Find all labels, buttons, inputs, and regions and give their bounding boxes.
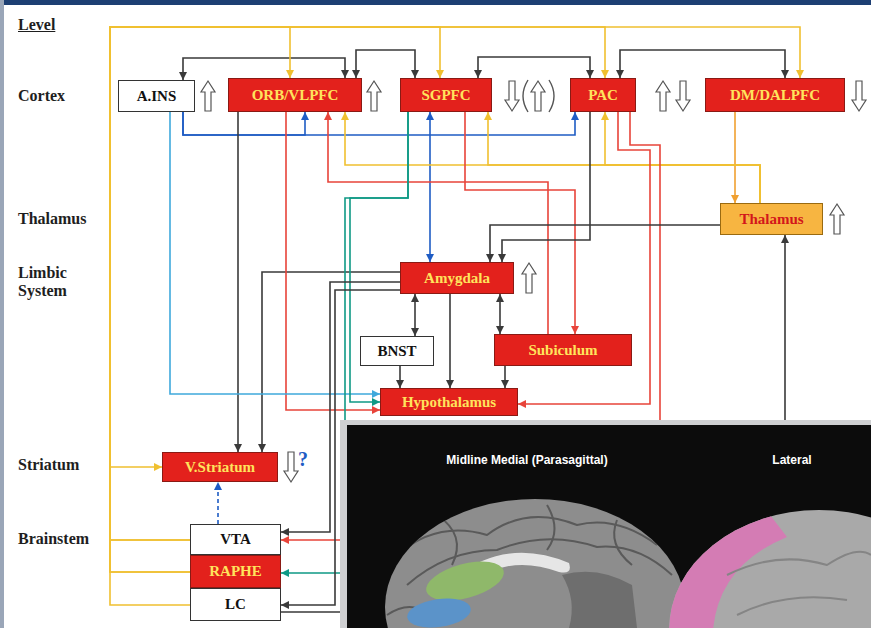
level-label: Striatum: [18, 456, 79, 474]
region-name: Subiculum: [528, 342, 597, 359]
region-box: DM/DALPFC: [705, 78, 845, 112]
region-name: Thalamus: [739, 211, 803, 228]
pathway-connector: [478, 57, 590, 78]
region-box: A.INS: [118, 80, 195, 112]
view-caption: Lateral: [732, 453, 852, 467]
region-name: LC: [225, 596, 246, 613]
up-arrow: [201, 81, 215, 111]
pathway-connector: [429, 112, 431, 262]
pathway-connector: [449, 294, 451, 388]
region-box: VTA: [190, 524, 281, 555]
label-holder: ?: [298, 448, 308, 471]
region-box: Thalamus: [720, 203, 823, 235]
region-name: Amygdala: [424, 270, 490, 287]
label-holder: Striatum: [18, 456, 79, 474]
label-holder: Thalamus: [18, 210, 86, 228]
region-box: ORB/VLPFC: [228, 78, 362, 112]
pathway-connector: [502, 112, 590, 262]
pathway-connector: [734, 112, 736, 203]
label-holder: Level: [18, 16, 55, 34]
brainstem: [562, 572, 637, 628]
pathway-connector: [399, 366, 401, 388]
region-box: PAC: [570, 78, 636, 112]
region-name: ORB/VLPFC: [252, 87, 339, 104]
pathway-connector: [328, 112, 548, 334]
region-box: LC: [190, 588, 281, 621]
region-name: RAPHE: [209, 563, 262, 580]
pathway-connector: [237, 112, 239, 452]
region-box: RAPHE: [190, 555, 281, 588]
down-arrow: [284, 452, 298, 482]
blue-region: [405, 595, 472, 628]
gyrus-line: [614, 520, 632, 565]
medial-brain: [385, 499, 685, 628]
bracket: [549, 80, 554, 112]
region-name: BNST: [377, 343, 416, 360]
pathway-connector: [217, 482, 219, 524]
up-arrow: [531, 81, 545, 111]
region-name: PAC: [588, 87, 618, 104]
pathway-connector: [465, 112, 575, 334]
up-arrow: [656, 81, 670, 111]
gyrus-line: [737, 597, 847, 615]
question-mark: ?: [298, 448, 308, 471]
level-label: Cortex: [18, 87, 65, 105]
view-caption: Midline Medial (Parasagittal): [382, 453, 672, 467]
pathway-connector: [414, 294, 416, 336]
region-box: Amygdala: [400, 262, 514, 294]
pathway-connector: [499, 294, 501, 334]
pathway-connector: [490, 225, 720, 262]
lateral-brain: [669, 510, 871, 628]
region-name: VTA: [220, 531, 251, 548]
label-holder: Cortex: [18, 87, 65, 105]
level-label: Level: [18, 16, 55, 34]
pink-region: [669, 511, 787, 628]
pathway-connector: [183, 58, 345, 80]
level-label: Thalamus: [18, 210, 86, 228]
level-label: Brainstem: [18, 530, 89, 548]
pathway-connector: [504, 366, 506, 388]
up-arrow: [830, 204, 844, 234]
pathway-connector: [605, 112, 760, 203]
label-holder: Limbic System: [18, 264, 80, 300]
gyrus-line: [437, 515, 457, 565]
level-label: Limbic System: [18, 264, 80, 300]
pathway-connector: [356, 50, 415, 78]
down-arrow: [505, 81, 519, 111]
region-box: Hypothalamus: [380, 388, 518, 416]
up-arrow: [367, 81, 381, 111]
gyrus-line: [727, 552, 871, 575]
left-band: [0, 0, 4, 628]
region-box: V.Striatum: [162, 452, 278, 482]
down-arrow: [676, 81, 690, 111]
pathway-connector: [170, 112, 380, 394]
region-name: Hypothalamus: [402, 394, 496, 411]
bracket: [523, 80, 528, 112]
lateral-detail: [669, 511, 871, 628]
region-box: SGPFC: [400, 78, 492, 112]
pathway-connector: [620, 50, 785, 78]
region-name: DM/DALPFC: [730, 87, 820, 104]
up-arrow: [522, 263, 536, 293]
region-name: SGPFC: [421, 87, 470, 104]
top-band: [0, 0, 871, 5]
pathway-connector: [183, 112, 575, 135]
down-arrow: [852, 81, 866, 111]
gyrus-line: [547, 505, 555, 550]
region-name: A.INS: [137, 88, 177, 105]
brain-inset-panel: Midline Medial (Parasagittal) Lateral: [340, 420, 871, 628]
region-name: V.Striatum: [185, 459, 255, 476]
label-holder: Brainstem: [18, 530, 89, 548]
region-box: BNST: [360, 336, 434, 366]
region-box: Subiculum: [494, 334, 632, 366]
